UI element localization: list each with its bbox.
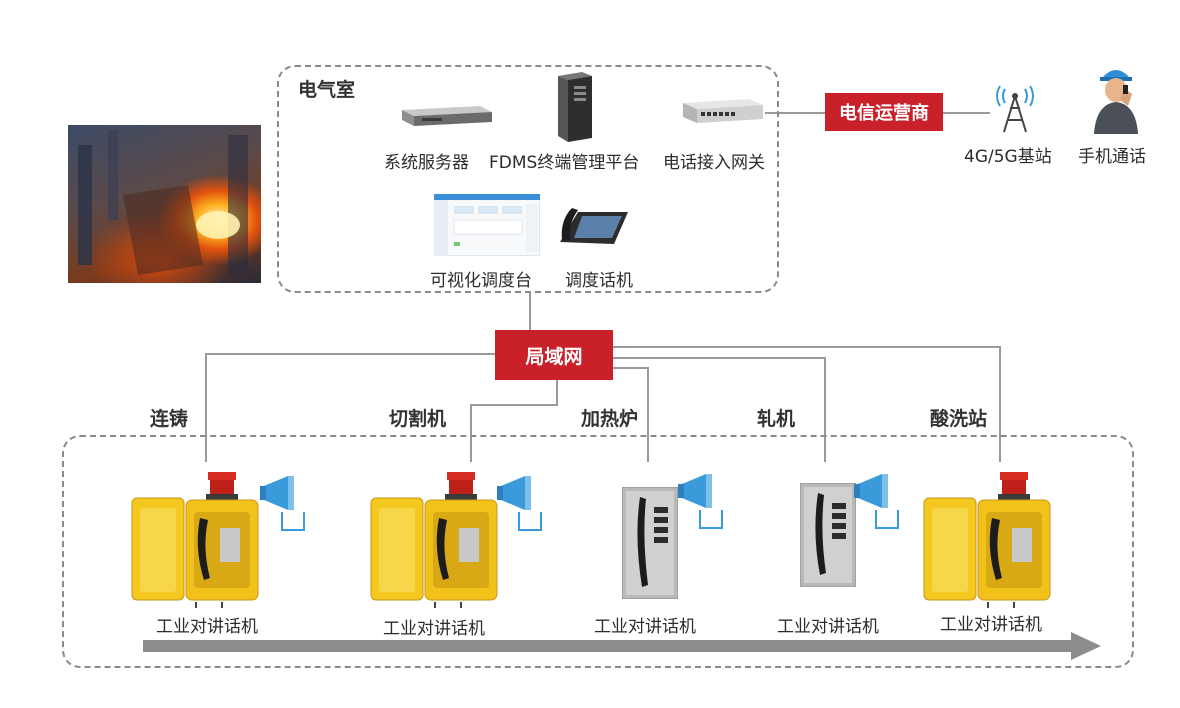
area-label-cutting-machine: 切割机 (389, 408, 447, 430)
carrier-box: 电信运营商 (825, 93, 943, 131)
gateway-icon (679, 95, 765, 129)
yellow-intercom-phone-icon (369, 468, 501, 608)
worker-on-phone-icon (1090, 60, 1142, 134)
production-line-box (62, 435, 1134, 668)
fdms-label: FDMS终端管理平台 (489, 153, 640, 173)
server-label: 系统服务器 (384, 153, 469, 173)
antenna-tower-icon (992, 80, 1038, 134)
loudspeaker-icon (676, 470, 732, 536)
dispatch-phone-icon (558, 200, 630, 248)
visual-console-icon (433, 193, 541, 257)
base-station-label: 4G/5G基站 (964, 147, 1052, 167)
intercom-label-1: 工业对讲话机 (156, 617, 258, 637)
loudspeaker-icon (852, 470, 908, 536)
steel-furnace-photo (68, 125, 261, 283)
steel-intercom-phone-icon (799, 482, 857, 588)
electric-room-box (277, 65, 779, 293)
area-label-continuous-casting: 连铸 (150, 408, 189, 430)
loudspeaker-icon (495, 472, 551, 538)
loudspeaker-icon (258, 472, 314, 538)
gateway-label: 电话接入网关 (663, 153, 765, 173)
area-label-heating-furnace: 加热炉 (581, 408, 639, 430)
yellow-intercom-phone-icon (922, 468, 1054, 608)
intercom-label-5: 工业对讲话机 (940, 615, 1042, 635)
mobile-call-label: 手机通话 (1078, 147, 1146, 167)
process-flow-arrow (143, 632, 1103, 660)
yellow-intercom-phone-icon (130, 468, 262, 608)
steel-intercom-phone-icon (621, 486, 679, 600)
dispatch-phone-label: 调度话机 (565, 271, 633, 291)
electric-room-title: 电气室 (298, 79, 356, 101)
intercom-label-3: 工业对讲话机 (594, 617, 696, 637)
fdms-tower-icon (552, 70, 598, 142)
area-label-pickling-station: 酸洗站 (930, 408, 988, 430)
intercom-label-2: 工业对讲话机 (383, 619, 485, 639)
lan-box: 局域网 (495, 330, 613, 380)
area-label-rolling-mill: 轧机 (757, 408, 796, 430)
server-icon (398, 102, 494, 130)
intercom-label-4: 工业对讲话机 (777, 617, 879, 637)
visual-console-label: 可视化调度台 (430, 271, 532, 291)
